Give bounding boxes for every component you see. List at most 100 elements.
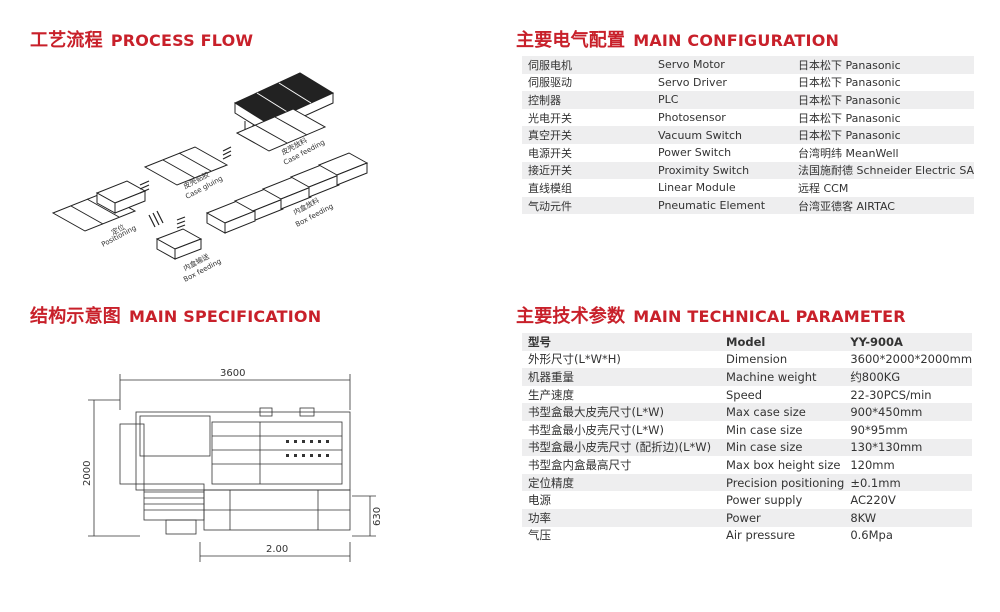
header-model-en: Model bbox=[720, 333, 845, 351]
param-value: 900*450mm bbox=[844, 403, 973, 421]
main-configuration-title-en: MAIN CONFIGURATION bbox=[633, 31, 840, 50]
dimension-height-label: 2000 bbox=[82, 461, 93, 486]
dimension-sub-width-label: 2.00 bbox=[266, 544, 288, 555]
param-name-en: Machine weight bbox=[720, 368, 845, 386]
param-name-cn: 机器重量 bbox=[522, 368, 720, 386]
dimension-width-label: 3600 bbox=[220, 368, 245, 379]
config-item-en: Photosensor bbox=[652, 108, 792, 127]
config-item-cn: 伺服驱动 bbox=[522, 73, 652, 92]
process-flow-title-cn: 工艺流程 bbox=[30, 30, 103, 51]
param-name-cn: 书型盒最小皮壳尺寸 (配折边)(L*W) bbox=[522, 438, 720, 457]
param-name-cn: 书型盒最大皮壳尺寸(L*W) bbox=[522, 403, 720, 421]
param-name-en: Min case size bbox=[720, 438, 845, 457]
config-item-en: Power Switch bbox=[652, 143, 792, 162]
config-item-cn: 气动元件 bbox=[522, 196, 652, 215]
technical-parameter-title-en: MAIN TECHNICAL PARAMETER bbox=[633, 307, 906, 326]
config-item-cn: 伺服电机 bbox=[522, 56, 652, 74]
main-specification-title-en: MAIN SPECIFICATION bbox=[129, 307, 322, 326]
config-item-en: Vacuum Switch bbox=[652, 126, 792, 144]
process-flow-diagram: 皮壳放料 Case feeding 皮壳贴胶 Case gluing 定位 Po… bbox=[51, 72, 369, 284]
param-name-en: Min case size bbox=[720, 420, 845, 439]
header-model-cn: 型号 bbox=[522, 333, 720, 351]
process-flow-title-en: PROCESS FLOW bbox=[110, 31, 254, 50]
param-name-en: Power bbox=[720, 508, 845, 527]
param-name-en: Dimension bbox=[720, 350, 845, 369]
technical-parameter-title-cn: 主要技术参数 bbox=[516, 306, 626, 327]
config-item-cn: 真空开关 bbox=[522, 126, 652, 144]
config-item-cn: 光电开关 bbox=[522, 108, 652, 127]
config-brand: 日本松下 Panasonic bbox=[792, 91, 975, 109]
param-name-cn: 气压 bbox=[522, 526, 720, 545]
config-item-en: Proximity Switch bbox=[652, 161, 792, 180]
config-brand: 日本松下 Panasonic bbox=[792, 126, 975, 144]
config-item-en: Servo Driver bbox=[652, 73, 792, 92]
param-name-cn: 生产速度 bbox=[522, 385, 720, 404]
param-value: 约800KG bbox=[844, 368, 973, 386]
param-value: AC220V bbox=[844, 491, 973, 509]
main-configuration-title-cn: 主要电气配置 bbox=[516, 30, 626, 51]
param-name-en: Air pressure bbox=[720, 526, 845, 545]
param-name-cn: 电源 bbox=[522, 491, 720, 509]
param-name-en: Precision positioning bbox=[720, 473, 845, 492]
param-value: 22-30PCS/min bbox=[844, 385, 973, 404]
config-item-en: Linear Module bbox=[652, 179, 792, 197]
config-brand: 远程 CCM bbox=[792, 179, 975, 197]
param-value: 90*95mm bbox=[844, 420, 973, 439]
config-item-en: Pneumatic Element bbox=[652, 196, 792, 215]
param-name-cn: 书型盒内盒最高尺寸 bbox=[522, 456, 720, 474]
param-name-cn: 功率 bbox=[522, 508, 720, 527]
param-name-en: Max box height size bbox=[720, 456, 845, 474]
config-brand: 日本松下 Panasonic bbox=[792, 73, 975, 92]
config-item-cn: 接近开关 bbox=[522, 161, 652, 180]
param-value: 8KW bbox=[844, 508, 973, 527]
config-brand: 台湾亚德客 AIRTAC bbox=[792, 196, 975, 215]
header-model-value: YY-900A bbox=[844, 333, 973, 351]
config-brand: 日本松下 Panasonic bbox=[792, 108, 975, 127]
param-name-cn: 书型盒最小皮壳尺寸(L*W) bbox=[522, 420, 720, 439]
param-name-en: Max case size bbox=[720, 403, 845, 421]
specification-drawing: 3600 2000 2.00 630 bbox=[82, 368, 383, 562]
param-value: 0.6Mpa bbox=[844, 526, 973, 545]
config-brand: 法国施耐德 Schneider Electric SA bbox=[792, 161, 975, 180]
dimension-sub-height-label: 630 bbox=[372, 507, 383, 526]
param-value: ±0.1mm bbox=[844, 473, 973, 492]
param-name-cn: 外形尺寸(L*W*H) bbox=[522, 350, 720, 369]
process-flow-title: 工艺流程 PROCESS FLOW bbox=[30, 26, 253, 52]
config-item-en: PLC bbox=[652, 91, 792, 109]
param-name-cn: 定位精度 bbox=[522, 473, 720, 492]
table-header-row: 型号 Model YY-900A bbox=[522, 333, 973, 351]
config-item-cn: 控制器 bbox=[522, 91, 652, 109]
config-item-cn: 直线模组 bbox=[522, 179, 652, 197]
config-item-en: Servo Motor bbox=[652, 56, 792, 74]
main-configuration-title: 主要电气配置 MAIN CONFIGURATION bbox=[516, 26, 839, 52]
param-value: 130*130mm bbox=[844, 438, 973, 457]
param-name-en: Speed bbox=[720, 385, 845, 404]
config-item-cn: 电源开关 bbox=[522, 143, 652, 162]
config-brand: 日本松下 Panasonic bbox=[792, 56, 975, 74]
technical-parameter-title: 主要技术参数 MAIN TECHNICAL PARAMETER bbox=[516, 302, 906, 328]
param-value: 3600*2000*2000mm bbox=[844, 350, 973, 369]
config-brand: 台湾明纬 MeanWell bbox=[792, 143, 975, 162]
